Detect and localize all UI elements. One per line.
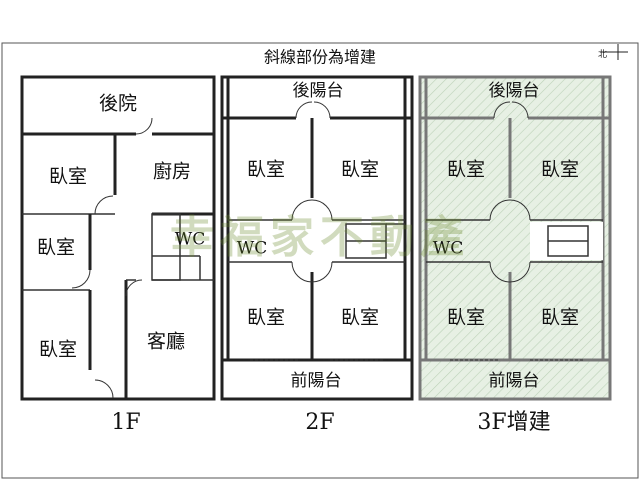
floor-2f-outline — [220, 75, 414, 401]
room-bedroom: 臥室 — [247, 159, 285, 181]
room-living: 客廳 — [147, 331, 185, 353]
room-bedroom: 臥室 — [37, 237, 75, 259]
room-backyard: 後院 — [99, 93, 137, 115]
room-kitchen: 廚房 — [153, 160, 191, 183]
room-wc: WC — [175, 230, 205, 250]
floor-label-3f: 3F增建 — [477, 410, 550, 435]
floor-3f-outline — [418, 75, 612, 401]
room-bedroom: 臥室 — [39, 339, 77, 361]
room-front-balcony: 前陽台 — [489, 371, 540, 391]
room-bedroom: 臥室 — [447, 159, 485, 181]
floor-label-2f: 2F — [305, 410, 334, 435]
room-bedroom: 臥室 — [541, 307, 579, 329]
room-back-balcony: 後陽台 — [293, 81, 344, 101]
floor-3f: 後陽台 臥室 臥室 WC 臥室 臥室 前陽台 3F增建 — [418, 75, 612, 435]
room-bedroom: 臥室 — [447, 307, 485, 329]
watermark-logo: 幸福家不動產 — [170, 212, 470, 263]
room-wc: WC — [433, 239, 463, 259]
room-bedroom: 臥室 — [341, 159, 379, 181]
addition-note: 斜線部份為增建 — [264, 48, 376, 67]
room-bedroom: 臥室 — [49, 166, 87, 188]
floor-label-1f: 1F — [111, 410, 140, 435]
room-front-balcony: 前陽台 — [291, 371, 342, 391]
room-bedroom: 臥室 — [247, 307, 285, 329]
room-back-balcony: 後陽台 — [489, 81, 540, 101]
floor-1f: 後院 臥室 廚房 臥室 WC 臥室 客廳 1F — [20, 75, 216, 435]
room-wc: WC — [237, 239, 267, 259]
compass-label: 北 — [598, 49, 607, 60]
floor-2f: 後陽台 臥室 臥室 WC 臥室 臥室 前陽台 2F — [220, 75, 414, 435]
floor-1f-outline — [20, 75, 216, 401]
diagram-frame — [1, 42, 639, 479]
north-compass: 北 — [598, 44, 628, 60]
room-bedroom: 臥室 — [341, 307, 379, 329]
room-bedroom: 臥室 — [541, 159, 579, 181]
